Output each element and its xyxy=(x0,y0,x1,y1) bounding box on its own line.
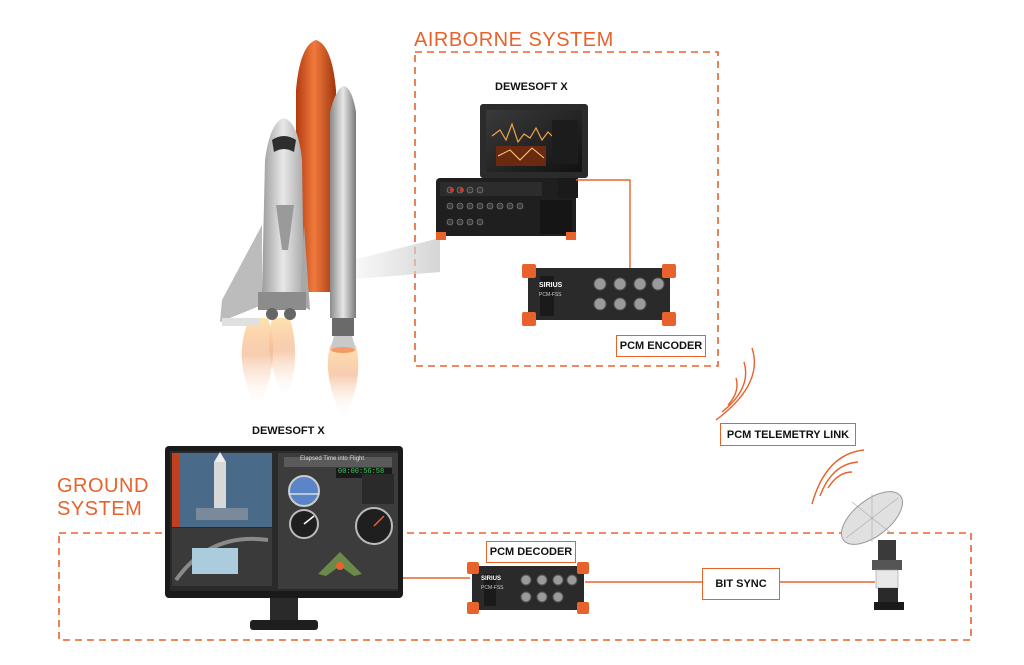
ground-pcm-decoder-device xyxy=(467,562,589,614)
ground-title-line1: GROUND xyxy=(57,475,149,497)
monitor-header-text: Elapsed Time into Flight xyxy=(300,456,365,462)
ground-system-title: GROUND SYSTEM xyxy=(57,475,149,521)
ground-region-border xyxy=(58,532,972,641)
airborne-region-border xyxy=(414,51,719,367)
airborne-dewesoft-computer xyxy=(436,104,588,240)
ground-monitor xyxy=(165,446,403,630)
ground-title-line2: SYSTEM xyxy=(57,498,143,520)
space-shuttle-illustration xyxy=(220,40,359,420)
airborne-device-model: PCM-FSS xyxy=(539,292,562,298)
ground-device-model: PCM-FSS xyxy=(481,585,504,591)
airborne-device-brand: SIRIUS xyxy=(539,282,563,289)
airborne-connector-line xyxy=(576,179,631,272)
monitor-time-readout: 00:00:56:58 xyxy=(338,468,385,476)
pcm-decoder-label: PCM DECODER xyxy=(486,541,576,563)
ground-antenna-dish xyxy=(841,491,904,610)
pcm-telemetry-link-label: PCM TELEMETRY LINK xyxy=(720,423,856,446)
airborne-software-label: DEWESOFT X xyxy=(495,81,568,93)
rocket-to-airborne-beam xyxy=(345,238,440,280)
pcm-encoder-label: PCM ENCODER xyxy=(616,335,706,357)
ground-wireless-signal-icon xyxy=(811,449,865,505)
bit-sync-label: BIT SYNC xyxy=(702,568,780,600)
airborne-system-title: AIRBORNE SYSTEM xyxy=(414,29,614,51)
ground-software-label: DEWESOFT X xyxy=(252,425,325,437)
ground-device-brand: SIRIUS xyxy=(481,576,502,582)
airborne-pcm-encoder-device xyxy=(522,264,676,326)
airborne-wireless-signal-icon xyxy=(715,347,756,421)
